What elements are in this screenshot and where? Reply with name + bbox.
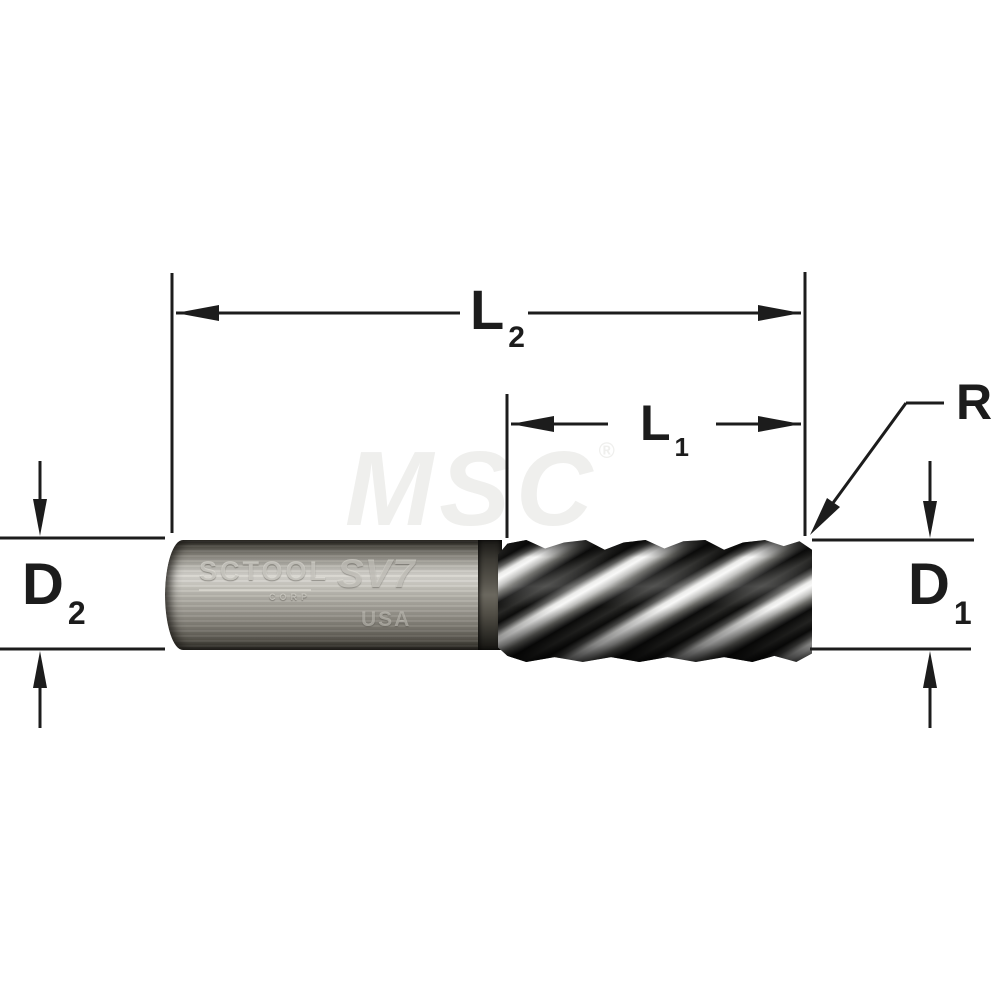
radius-leader xyxy=(810,401,944,535)
arrow-down-icon xyxy=(923,501,937,538)
d1-dimension xyxy=(810,461,974,728)
radius-letter: R xyxy=(956,374,993,430)
d1-letter: D xyxy=(908,552,950,617)
country-of-origin-text: USA xyxy=(361,608,412,631)
arrow-left-icon xyxy=(176,305,219,321)
brand-name-text: SCTOOL xyxy=(199,556,330,586)
l2-letter: L xyxy=(470,278,505,341)
brand-suffix-text: CORP xyxy=(268,592,311,602)
arrow-left-icon xyxy=(511,416,554,432)
arrow-right-icon xyxy=(758,305,801,321)
d2-dimension xyxy=(0,461,165,728)
d1-subscript: 1 xyxy=(953,595,972,631)
brand-underline: CORP xyxy=(199,589,311,602)
arrow-down-left-icon xyxy=(810,498,840,535)
arrow-down-icon xyxy=(33,499,47,536)
msc-watermark-text: MSC xyxy=(345,430,599,548)
l1-letter: L xyxy=(640,395,671,451)
series-logo-text: SV7 xyxy=(337,552,416,596)
l2-subscript: 2 xyxy=(508,321,525,354)
l2-dimension xyxy=(170,272,807,536)
cutting-flutes xyxy=(498,540,812,662)
msc-watermark: MSC® xyxy=(345,436,675,556)
l1-dimension xyxy=(505,394,801,538)
arrow-up-icon xyxy=(33,651,47,688)
radius-leader-diagonal-line xyxy=(820,402,908,519)
dimension-label-radius: R xyxy=(956,377,992,427)
registered-trademark-icon: ® xyxy=(598,438,621,463)
l1-subscript: 1 xyxy=(674,432,690,462)
d2-subscript: 2 xyxy=(67,595,86,631)
brand-etching: SCTOOL CORP xyxy=(199,556,329,602)
end-mill-shank: SCTOOL CORP SV7 USA xyxy=(165,540,490,650)
arrow-up-icon xyxy=(923,651,937,688)
d2-letter: D xyxy=(22,552,64,617)
arrow-right-icon xyxy=(758,416,801,432)
